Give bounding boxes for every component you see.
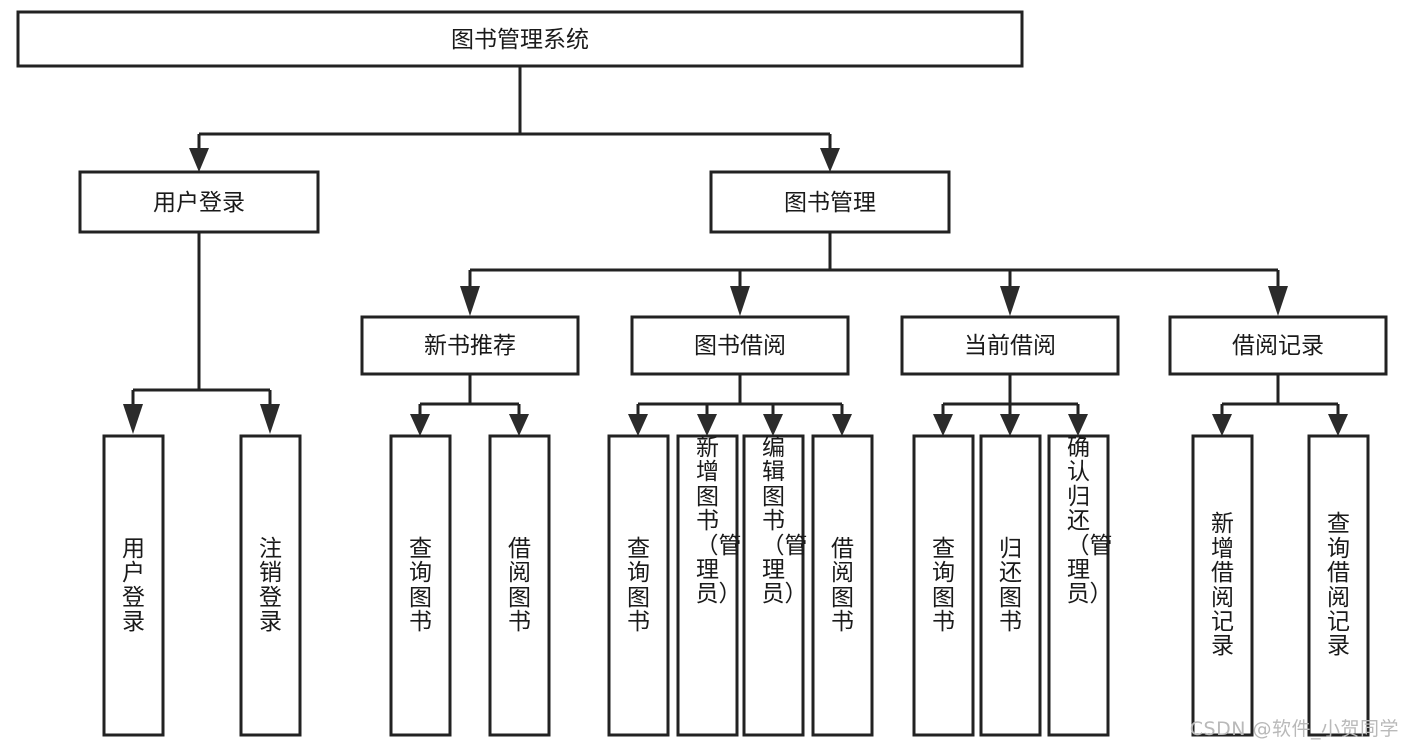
node-borrow-record-label: 借阅记录 (1232, 333, 1324, 359)
node-new-book-rec-label: 新书推荐 (424, 333, 516, 359)
connector-root-to-level2 (189, 66, 840, 172)
watermark: CSDN @软件_小贺同学 (1189, 718, 1399, 740)
node-user-login[interactable]: 用户登录 (78, 170, 320, 234)
leaf-node[interactable] (979, 434, 1042, 737)
leaf-node[interactable] (1307, 434, 1370, 737)
connector-bookmanage-to-level3 (460, 232, 1288, 316)
node-book-borrow[interactable]: 图书借阅 (630, 315, 850, 376)
leaf-node[interactable] (488, 434, 551, 737)
leaf-node[interactable] (607, 434, 670, 737)
node-current-borrow[interactable]: 当前借阅 (900, 315, 1120, 376)
node-book-manage[interactable]: 图书管理 (709, 170, 951, 234)
node-root-label: 图书管理系统 (451, 27, 589, 53)
node-user-login-label: 用户登录 (153, 190, 245, 216)
node-borrow-record[interactable]: 借阅记录 (1168, 315, 1388, 376)
connector-userlogin-to-leaves (123, 232, 280, 434)
connector-borrowrecord-to-leaves (1212, 374, 1348, 436)
leaf-node[interactable] (676, 434, 739, 737)
leaf-node[interactable] (811, 434, 874, 737)
leaf-node[interactable] (102, 434, 165, 737)
leaf-node[interactable] (389, 434, 452, 737)
leaf-node[interactable] (1047, 434, 1110, 737)
leaf-node[interactable] (1191, 434, 1254, 737)
leaf-node[interactable] (912, 434, 975, 737)
leaf-node[interactable] (742, 434, 805, 737)
node-book-borrow-label: 图书借阅 (694, 333, 786, 359)
node-new-book-rec[interactable]: 新书推荐 (360, 315, 580, 376)
connector-newbook-to-leaves (410, 374, 529, 436)
node-current-borrow-label: 当前借阅 (964, 333, 1056, 359)
connector-currentborrow-to-leaves (933, 374, 1088, 436)
node-book-manage-label: 图书管理 (784, 190, 876, 216)
leaf-node[interactable] (239, 434, 302, 737)
node-root[interactable]: 图书管理系统 (16, 10, 1024, 68)
connector-bookborrow-to-leaves (628, 374, 852, 436)
